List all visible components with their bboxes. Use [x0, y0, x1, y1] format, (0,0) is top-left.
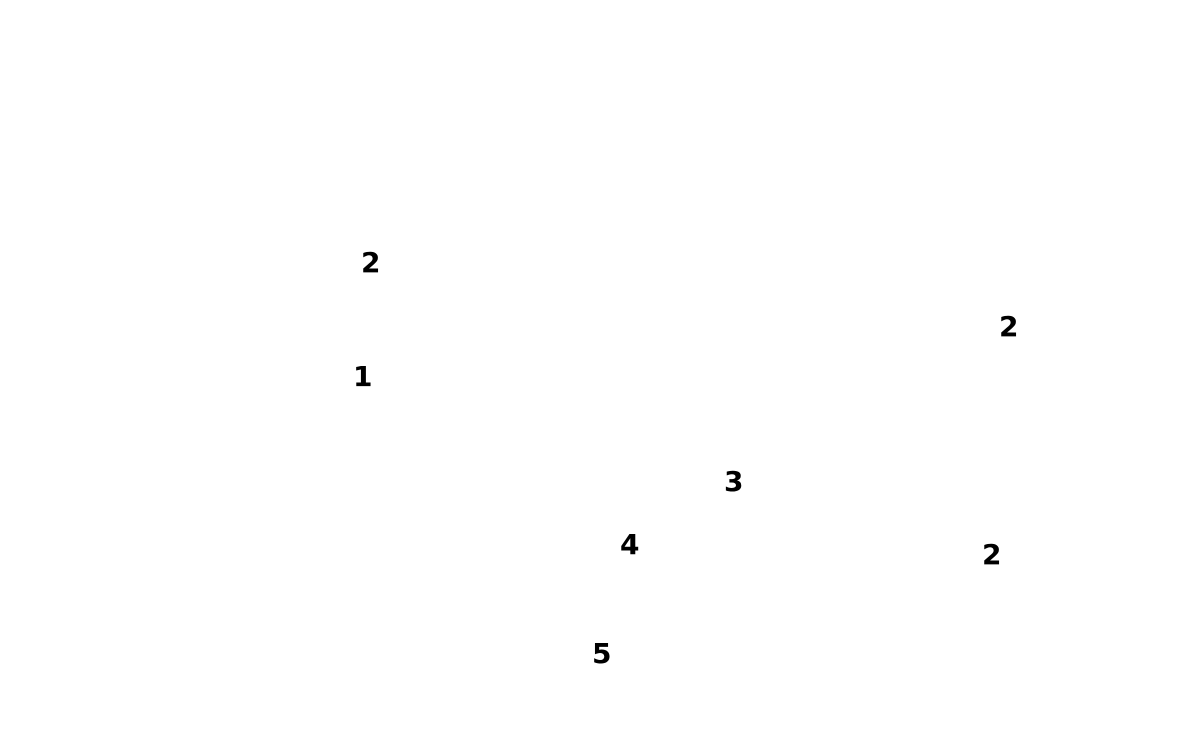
number-label: 5	[592, 637, 612, 670]
number-label: 2	[361, 246, 381, 279]
number-label: 1	[353, 360, 373, 393]
number-label: 4	[620, 528, 640, 561]
number-label: 2	[999, 310, 1019, 343]
number-label: 2	[982, 538, 1002, 571]
number-label: 3	[724, 465, 744, 498]
